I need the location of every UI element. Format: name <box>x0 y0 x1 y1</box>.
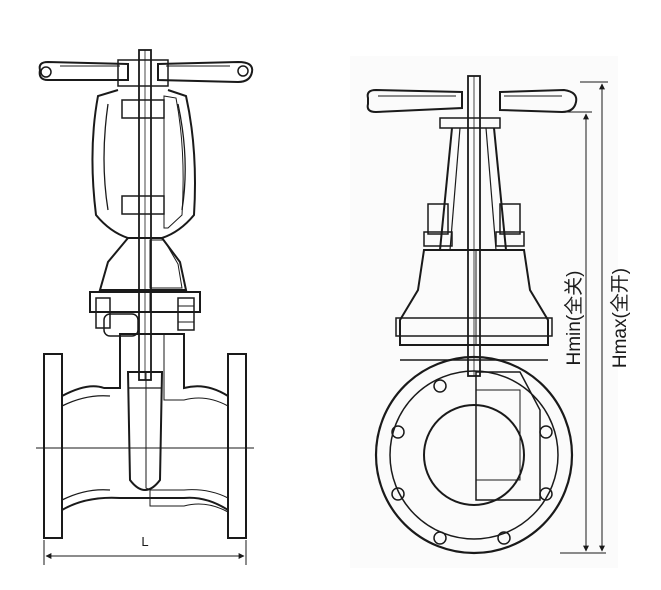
front-section-view: L <box>36 49 254 565</box>
side-stem <box>467 75 481 377</box>
side-yoke <box>439 127 507 251</box>
dimension-label-l: L <box>141 534 148 549</box>
front-yoke <box>91 89 196 239</box>
front-stem <box>138 49 152 381</box>
side-bonnet-bolts <box>423 203 525 247</box>
dimension-L: L <box>43 534 247 565</box>
dimension-heights <box>560 81 608 554</box>
hmin-label: Hmin(全关) <box>563 271 585 366</box>
front-handwheel <box>38 59 254 87</box>
front-body <box>43 333 247 539</box>
hmax-label: Hmax(全开) <box>609 268 631 368</box>
side-view: Hmin(全关) Hmax(全开) <box>350 56 631 568</box>
